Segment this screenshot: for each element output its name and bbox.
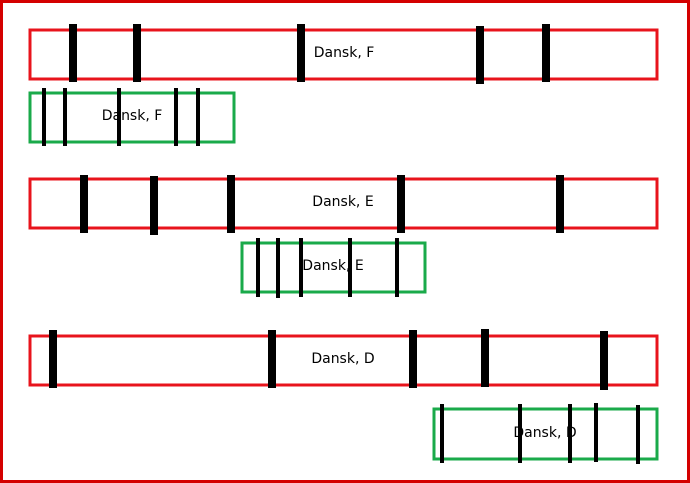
long-bar-dansk-d [28, 334, 659, 387]
long-bar-label-dansk-f: Dansk, F [314, 45, 375, 61]
row-dansk-f: Dansk, F Dansk, F [28, 28, 659, 144]
short-bar-label-dansk-f: Dansk, F [102, 108, 163, 124]
long-bar-dansk-e [28, 177, 659, 230]
row-dansk-d: Dansk, D Dansk, D [28, 334, 659, 461]
short-bar-dansk-d [432, 407, 659, 461]
short-bar-label-dansk-d: Dansk, D [513, 425, 576, 441]
short-bar-dansk-f [28, 91, 236, 144]
short-bar-dansk-e [240, 241, 427, 294]
long-bar-dansk-f [28, 28, 659, 81]
long-bar-label-dansk-e: Dansk, E [312, 194, 373, 210]
short-bar-label-dansk-e: Dansk, E [302, 258, 363, 274]
tick-marks [42, 24, 640, 464]
long-bar-label-dansk-d: Dansk, D [311, 351, 374, 367]
